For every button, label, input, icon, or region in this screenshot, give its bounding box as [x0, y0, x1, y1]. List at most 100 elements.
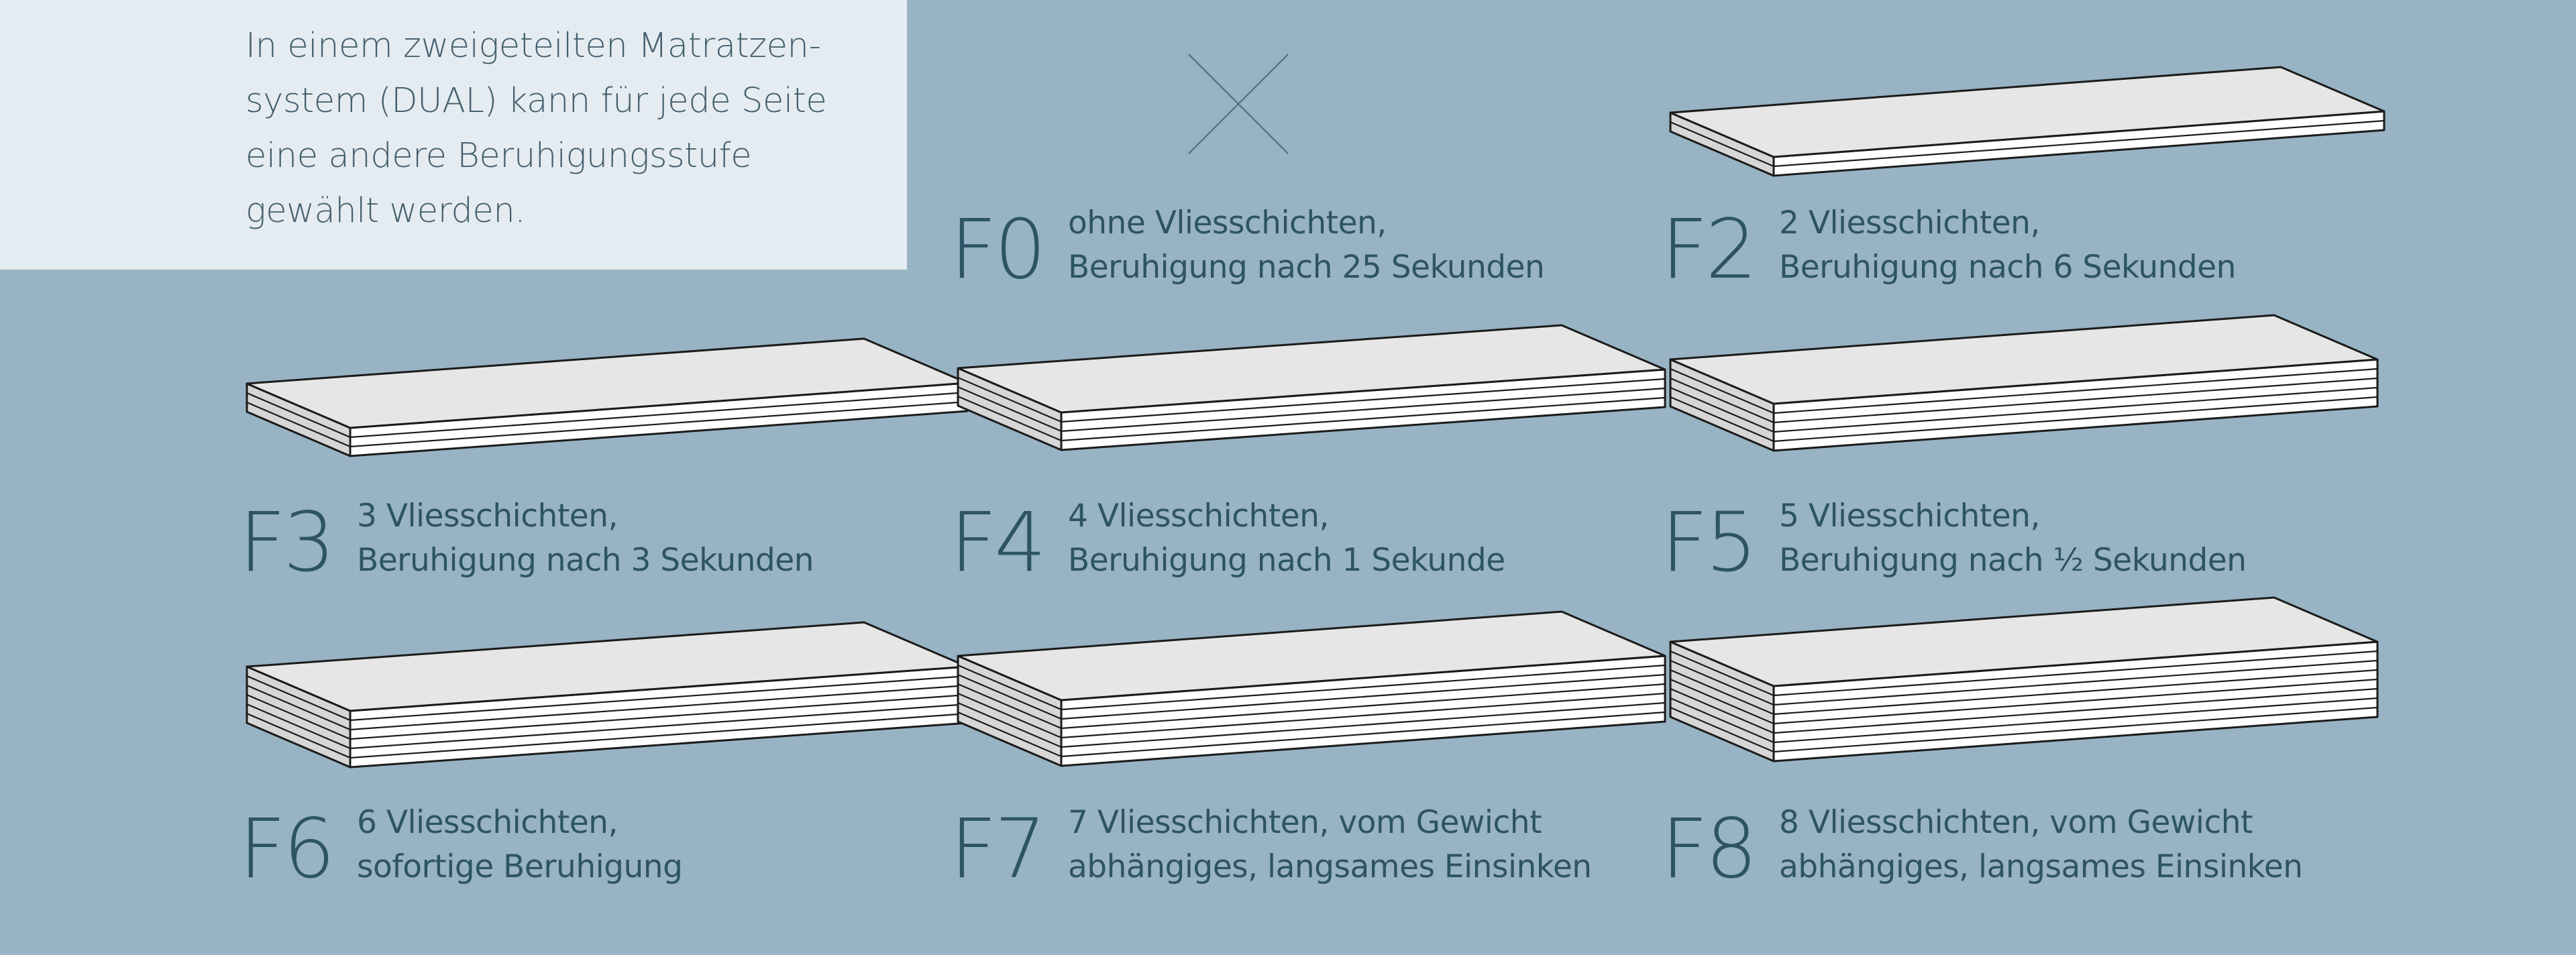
grade-description: 8 Vliesschichten, vom Gewicht abhängiges… [1779, 801, 2303, 889]
layer-edge [1773, 396, 2378, 443]
intro-line: eine andere Beruhigungsstufe [246, 136, 752, 176]
grade-description: 5 Vliesschichten, Beruhigung nach ½ Seku… [1779, 494, 2247, 583]
intro-line: In einem zweigeteilten Matratzen- [246, 26, 821, 66]
layer-edge [1670, 678, 1774, 725]
layer-edge [1061, 396, 1666, 442]
grade-layers-text: 4 Vliesschichten, [1068, 498, 1329, 534]
fleece-stack-icon [1669, 596, 2379, 763]
layer-edge [350, 675, 968, 722]
grade-layers-text: 7 Vliesschichten, vom Gewicht [1068, 804, 1542, 841]
grade-layers-text: 8 Vliesschichten, vom Gewicht [1779, 804, 2253, 841]
grade-f6: F6 6 Vliesschichten, sofortige Beruhigun… [239, 795, 936, 903]
grade-settle-text: Beruhigung nach 3 Sekunden [357, 542, 814, 579]
layer-edge [1670, 706, 1774, 753]
layer-edge [1773, 697, 2378, 744]
layer-edge [957, 673, 1062, 720]
layer-edge [1773, 119, 2385, 168]
grade-f7: F7 7 Vliesschichten, vom Gewicht abhängi… [950, 795, 1648, 903]
grade-description: 2 Vliesschichten, Beruhigung nach 6 Seku… [1779, 201, 2236, 290]
fleece-stack-icon [957, 610, 1666, 767]
layer-edge [1670, 368, 1774, 414]
stack-top-face [957, 324, 1666, 414]
layer-edge [1061, 387, 1666, 433]
intro-text: In einem zweigeteilten Matratzen- system… [246, 19, 890, 239]
layer-edge [246, 703, 351, 750]
layer-edge [1670, 377, 1774, 424]
layer-edge [1773, 687, 2378, 734]
grade-f2: F2 2 Vliesschichten, Beruhigung nach 6 S… [1661, 196, 2359, 303]
grade-settle-text: sofortige Beruhigung [357, 848, 683, 885]
grade-settle-text: Beruhigung nach ½ Sekunden [1779, 542, 2247, 579]
grade-description: 6 Vliesschichten, sofortige Beruhigung [357, 801, 683, 889]
fleece-stack-icon [1669, 314, 2379, 452]
layer-edge [1061, 711, 1666, 758]
grade-description: 3 Vliesschichten, Beruhigung nach 3 Seku… [357, 494, 814, 583]
grade-code: F6 [239, 801, 335, 897]
layer-edge [1773, 386, 2378, 433]
layer-edge [1061, 378, 1666, 423]
stack-top-face [1669, 596, 2379, 687]
layer-edge [350, 712, 968, 759]
grade-settle-text: Beruhigung nach 6 Sekunden [1779, 249, 2236, 286]
layer-edge [1670, 697, 1774, 744]
grade-layers-text: 6 Vliesschichten, [357, 804, 618, 841]
cross-icon [1188, 54, 1289, 154]
layer-edge [350, 391, 968, 439]
layer-edge [350, 684, 968, 731]
intro-line: gewählt werden. [246, 191, 526, 231]
layer-edge [957, 692, 1062, 739]
layer-edge [1773, 669, 2378, 716]
grade-layers-text: ohne Vliesschichten, [1068, 205, 1387, 241]
fleece-stack-icon [246, 621, 969, 769]
layer-edge [957, 664, 1062, 711]
layer-edge [957, 683, 1062, 730]
intro-line: system (DUAL) kann für jede Seite [246, 81, 827, 121]
layer-edge [1061, 701, 1666, 748]
grade-description: ohne Vliesschichten, Beruhigung nach 25 … [1068, 201, 1545, 290]
grade-settle-text: Beruhigung nach 25 Sekunden [1068, 249, 1545, 286]
layer-edge [957, 386, 1062, 433]
layer-edge [1061, 673, 1666, 720]
fleece-stack-icon [957, 324, 1666, 451]
grade-description: 4 Vliesschichten, Beruhigung nach 1 Seku… [1068, 494, 1505, 583]
grade-settle-text: abhängiges, langsames Einsinken [1068, 848, 1592, 885]
grade-f8: F8 8 Vliesschichten, vom Gewicht abhängi… [1661, 795, 2359, 903]
grade-code: F0 [950, 202, 1046, 297]
layer-edge [1773, 368, 2378, 414]
layer-edge [246, 693, 351, 740]
grade-layers-text: 3 Vliesschichten, [357, 498, 618, 534]
grade-layers-text: 2 Vliesschichten, [1779, 205, 2040, 241]
grade-f5: F5 5 Vliesschichten, Beruhigung nach ½ S… [1661, 489, 2359, 596]
layer-edge [1773, 650, 2378, 697]
layer-edge [246, 675, 351, 722]
layer-edge [1061, 683, 1666, 730]
layer-edge [1670, 659, 1774, 706]
layer-edge [1670, 396, 1774, 443]
layer-edge [1061, 664, 1666, 711]
layer-edge [1061, 692, 1666, 739]
intro-panel: In einem zweigeteilten Matratzen- system… [0, 0, 907, 270]
grade-code: F8 [1661, 801, 1758, 897]
layer-edge [1670, 669, 1774, 716]
layer-edge [246, 392, 351, 439]
layer-edge [350, 703, 968, 750]
grade-settle-text: Beruhigung nach 1 Sekunde [1068, 542, 1505, 579]
grade-code: F3 [239, 495, 335, 590]
grade-settle-text: abhängiges, langsames Einsinken [1779, 848, 2303, 885]
layer-edge [957, 395, 1062, 442]
stack-top-face [1669, 66, 2385, 158]
layer-edge [246, 401, 351, 448]
layer-edge [957, 701, 1062, 748]
grade-code: F2 [1661, 202, 1758, 297]
cross-stroke [1188, 54, 1289, 154]
layer-edge [1670, 121, 1774, 168]
grade-f0: F0 ohne Vliesschichten, Beruhigung nach … [950, 196, 1648, 303]
layer-edge [957, 711, 1062, 758]
layer-edge [957, 376, 1062, 423]
fleece-stack-icon [246, 337, 969, 457]
grade-code: F5 [1661, 495, 1758, 590]
layer-edge [1670, 687, 1774, 734]
layer-edge [350, 693, 968, 740]
